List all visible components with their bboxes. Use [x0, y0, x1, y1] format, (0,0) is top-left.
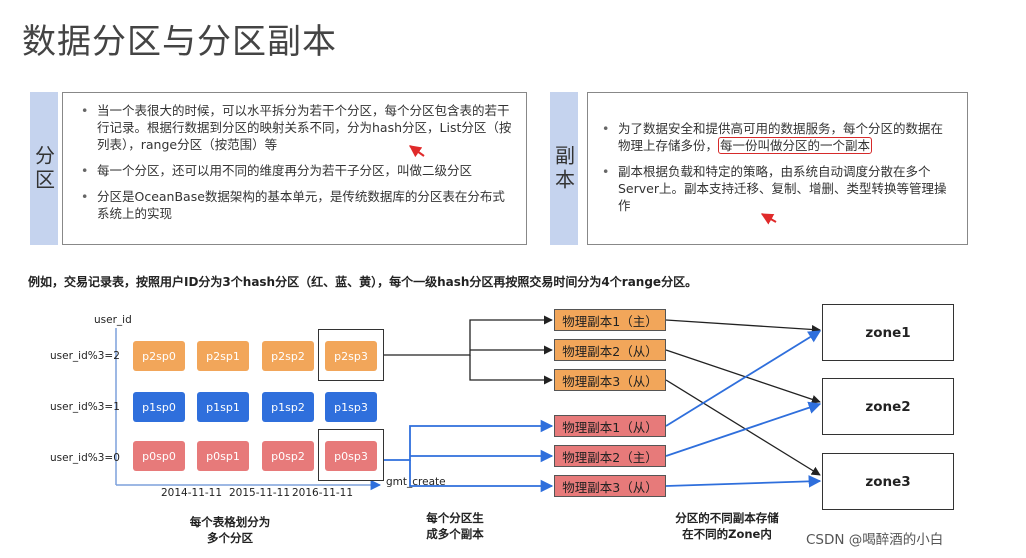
caption-zones: 分区的不同副本存储 在不同的Zone内	[652, 510, 802, 542]
col-label-2014: 2014-11-11	[161, 487, 223, 499]
caption-grid: 每个表格划分为 多个分区	[160, 514, 300, 546]
replica-definition-highlight: 每一份叫做分区的一个副本	[718, 137, 873, 154]
pointer-arrow-replica	[760, 213, 777, 225]
replica-tag-label: 副本	[551, 144, 576, 193]
col-label-2016: 2016-11-11	[292, 487, 354, 499]
watermark: CSDN @喝醉酒的小白	[806, 532, 944, 548]
connector-bottom-replica-zones	[665, 330, 822, 427]
partition-frame-p2sp3	[318, 329, 384, 381]
example-note: 例如，交易记录表，按照用户ID分为3个hash分区（红、蓝、黄），每个一级has…	[28, 275, 698, 289]
partition-cell: p0sp1	[197, 441, 249, 471]
caption-grid-line2: 多个分区	[207, 531, 253, 545]
partition-cell: p0sp3	[325, 441, 377, 471]
replica-p2-3: 物理副本3（从）	[554, 369, 666, 391]
partition-cell: p2sp3	[325, 341, 377, 371]
replica-description-box: 为了数据安全和提供高可用的数据服务，每个分区的数据在物理上存储多份，每一份叫做分…	[587, 92, 968, 245]
partition-description-box: 当一个表很大的时候，可以水平拆分为若干个分区，每个分区包含表的若干行记录。根据行…	[62, 92, 527, 245]
zone-1: zone1	[822, 304, 954, 361]
caption-zones-line1: 分区的不同副本存储	[675, 511, 779, 525]
zone-3: zone3	[822, 453, 954, 510]
replica-p2-2: 物理副本2（从）	[554, 339, 666, 361]
partition-cell: p0sp0	[133, 441, 185, 471]
zone-2: zone2	[822, 378, 954, 435]
partition-bullet-2: 每一个分区，还可以用不同的维度再分为若干子分区，叫做二级分区	[81, 162, 514, 179]
replica-bullet-2: 副本根据负载和特定的策略，由系统自动调度分散在多个Server上。副本支持迁移、…	[602, 163, 953, 214]
row-label-mod0: user_id%3=0	[50, 452, 120, 464]
partition-cell: p1sp2	[262, 392, 314, 422]
replica-tag: 副本	[550, 92, 578, 245]
partition-tag-label: 分区	[31, 144, 56, 193]
replica-p0-3: 物理副本3（从）	[554, 475, 666, 497]
caption-replicas-line1: 每个分区生	[426, 511, 484, 525]
caption-replicas-line2: 成多个副本	[426, 527, 484, 541]
y-axis-label: user_id	[94, 314, 132, 326]
replica-p0-2: 物理副本2（主）	[554, 445, 666, 467]
partition-cell: p1sp1	[197, 392, 249, 422]
caption-grid-line1: 每个表格划分为	[189, 515, 271, 529]
x-axis-label: gmt_create	[386, 476, 446, 488]
partition-cell: p1sp0	[133, 392, 185, 422]
col-label-2015: 2015-11-11	[229, 487, 291, 499]
pointer-arrow-partition	[409, 145, 425, 158]
partition-tag: 分区	[30, 92, 58, 245]
partition-cell: p2sp2	[262, 341, 314, 371]
connector-p0sp3-to-replicas	[384, 419, 554, 461]
row-label-mod1: user_id%3=1	[50, 401, 120, 413]
caption-replicas: 每个分区生 成多个副本	[400, 510, 510, 542]
partition-frame-p0sp3	[318, 429, 384, 481]
partition-cell: p2sp1	[197, 341, 249, 371]
partition-cell: p1sp3	[325, 392, 377, 422]
partition-cell: p2sp0	[133, 341, 185, 371]
replica-bullet-1-text: 为了数据安全和提供高可用的数据服务，每个分区的数据在物理上存储多份，	[618, 121, 944, 153]
partition-cell: p0sp2	[262, 441, 314, 471]
replica-p0-1: 物理副本1（从）	[554, 415, 666, 437]
partition-bullet-3: 分区是OceanBase数据架构的基本单元，是传统数据库的分区表在分布式系统上的…	[81, 188, 514, 222]
row-label-mod2: user_id%3=2	[50, 350, 120, 362]
caption-zones-line2: 在不同的Zone内	[682, 527, 772, 541]
connector-p2sp3-to-replicas	[384, 315, 553, 356]
replica-bullet-1: 为了数据安全和提供高可用的数据服务，每个分区的数据在物理上存储多份，每一份叫做分…	[602, 120, 953, 154]
page-title: 数据分区与分区副本	[22, 22, 337, 62]
connector-top-replica-zones	[665, 319, 821, 335]
replica-p2-1: 物理副本1（主）	[554, 309, 666, 331]
partition-bullet-1: 当一个表很大的时候，可以水平拆分为若干个分区，每个分区包含表的若干行记录。根据行…	[81, 102, 514, 153]
